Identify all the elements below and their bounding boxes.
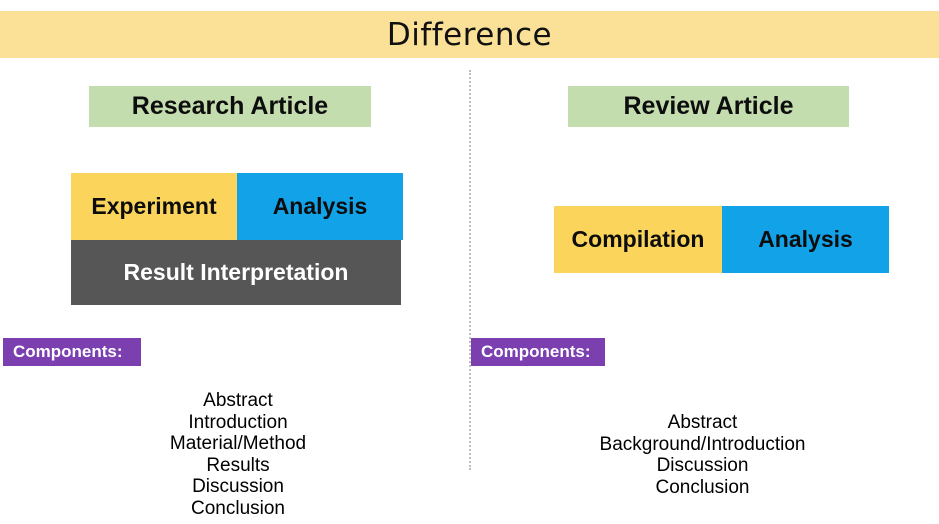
column-header-review-article: Review Article <box>568 86 849 127</box>
process-block-label: Analysis <box>272 193 368 219</box>
components-badge-research-article: Components: <box>3 338 141 366</box>
process-block-label: Result Interpretation <box>123 259 349 285</box>
process-block-label: Experiment <box>91 193 217 219</box>
column-header-label: Review Article <box>623 92 794 120</box>
component-item: Background/Introduction <box>599 433 806 455</box>
component-item: Discussion <box>192 476 284 497</box>
process-block-experiment: Experiment <box>71 173 237 240</box>
process-block-analysis-research: Analysis <box>237 173 403 240</box>
process-block-result-interpretation: Result Interpretation <box>71 240 401 305</box>
component-item: Material/Method <box>169 433 307 454</box>
component-item: Discussion <box>656 455 749 476</box>
process-block-label: Analysis <box>758 226 853 252</box>
process-block-analysis-review: Analysis <box>722 206 889 273</box>
slide-title-banner: Difference <box>0 11 939 58</box>
process-block-label: Compilation <box>571 226 705 252</box>
column-header-research-article: Research Article <box>89 86 371 127</box>
component-item: Results <box>206 454 270 476</box>
component-item: Conclusion <box>655 476 750 498</box>
components-badge-label: Components: <box>13 342 123 361</box>
process-block-compilation: Compilation <box>554 206 722 273</box>
component-item: Abstract <box>203 390 273 411</box>
components-badge-review-article: Components: <box>471 338 605 366</box>
column-divider <box>469 70 471 470</box>
component-item: Conclusion <box>191 497 285 519</box>
components-badge-label: Components: <box>481 342 591 361</box>
column-header-label: Research Article <box>131 92 329 120</box>
page-title: Difference <box>386 16 553 53</box>
component-item: Abstract <box>667 412 738 433</box>
component-item: Introduction <box>188 411 288 433</box>
